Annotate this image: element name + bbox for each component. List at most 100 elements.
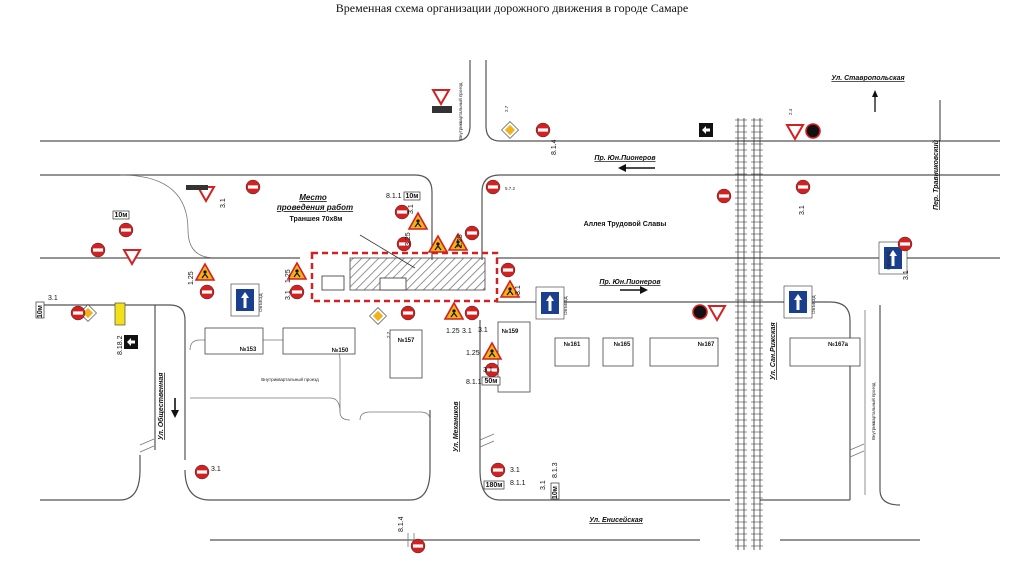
no-entry-sign	[289, 284, 305, 300]
street-stavropolskaya: Ул. Ставропольская	[831, 75, 904, 82]
sign-label: 2.7	[504, 105, 509, 112]
end-restriction-sign	[692, 304, 708, 320]
no-entry-sign	[897, 236, 913, 252]
no-entry-sign	[795, 179, 811, 195]
building-167	[649, 337, 719, 367]
inner-road-right: Внутриквартальный проезд	[870, 382, 876, 440]
sign-label: 3.1	[285, 290, 292, 300]
yield-sign	[786, 124, 804, 140]
sign-label: 8.1.1	[510, 480, 526, 487]
street-labels: Ул. Ставропольская Пр. Юн.Пионеров Аллея…	[157, 75, 940, 524]
building-150	[282, 327, 356, 355]
sign-labels: 3.1 3.1 3.1 3.1 3.1 3.1 3.1 3.1 1.25 1.2…	[48, 105, 910, 532]
sign-label: 3.1	[483, 367, 493, 374]
street-eniseyskaya: Ул. Енисейская	[589, 516, 643, 524]
sign-label: 3.1	[220, 198, 227, 208]
detour-text: ОБЪЕЗД	[811, 295, 816, 314]
main-road-sign	[501, 121, 519, 139]
railway-ties	[735, 119, 763, 547]
distance-plate	[481, 376, 501, 386]
street-travnikovsky: Пер. Травниковский	[932, 139, 940, 210]
one-way-sign	[124, 335, 138, 349]
detour-info-sign	[230, 283, 260, 317]
road-works-sign	[195, 263, 215, 281]
sign-label: 8.1.3	[552, 462, 559, 478]
detour-info-sign	[535, 286, 565, 320]
no-entry-sign	[400, 305, 416, 321]
no-entry-sign	[535, 122, 551, 138]
distance-plate	[112, 210, 130, 220]
sign-label: 3.1	[540, 480, 547, 490]
sign-label: 8.18.2	[117, 335, 124, 355]
sign-label: 5.7.2	[505, 186, 516, 191]
sign-label: 1.25	[446, 328, 460, 335]
sign-label: 1.25	[285, 269, 292, 283]
detour-info-sign	[783, 285, 813, 319]
sign-label: 3.1	[462, 328, 472, 335]
distance-value: 10м	[37, 305, 44, 318]
building-167a	[789, 337, 861, 367]
plate-sign	[432, 106, 452, 113]
building-167a-label: №167а	[828, 341, 849, 348]
scheme-title: Временная схема организации дорожного дв…	[336, 1, 688, 15]
building-157-label: №157	[398, 337, 415, 344]
detour-labels: ОБЪЕЗД ОБЪЕЗД ОБЪЕЗД ОБЪЕЗД	[258, 251, 891, 315]
worksite-pointer	[359, 234, 416, 269]
no-entry-sign	[485, 179, 501, 195]
distance-plate	[550, 482, 560, 500]
no-entry-sign	[500, 262, 516, 278]
sign-label: 2.4	[788, 108, 793, 115]
distance-value: 10м	[552, 486, 559, 499]
building-150-label: №150	[332, 347, 349, 354]
one-way-sign	[699, 123, 713, 137]
distance-plate	[403, 191, 421, 201]
no-entry-sign	[716, 188, 732, 204]
building-161	[554, 337, 590, 367]
trench-area	[349, 257, 486, 291]
sign-label: 8.1.4	[398, 516, 405, 532]
road-works-sign	[444, 302, 464, 320]
sign-label: 3.1	[903, 270, 910, 280]
sign-label: 8.1.4	[551, 139, 558, 155]
building-161-label: №161	[564, 341, 581, 348]
distance-value: 180м	[486, 482, 503, 489]
street-mekhanikov: Ул. Механиков	[453, 401, 460, 452]
buildings: №153 №150 №157 №159 №161 №165 №167 №167а	[204, 321, 861, 393]
sign-label: 3.1	[211, 466, 221, 473]
sign-label: 3.25	[405, 232, 412, 246]
road-works-sign	[408, 212, 428, 230]
distance-value: 10м	[406, 193, 419, 200]
no-entry-sign	[90, 242, 106, 258]
sign-label: 2.7	[386, 331, 391, 338]
no-entry-sign	[245, 179, 261, 195]
building-165-label: №165	[614, 341, 631, 348]
no-entry-sign	[394, 204, 410, 220]
road-signs	[70, 89, 913, 554]
plate-sign	[186, 185, 208, 190]
no-entry-sign	[199, 284, 215, 300]
distance-plates: 50м 180м 10м 10м 10м 10м	[35, 191, 560, 500]
no-entry-sign	[464, 225, 480, 241]
detour-text: ОБЪЕЗД	[886, 251, 891, 270]
sign-label: 3.1	[799, 205, 806, 215]
street-pionerov-mid: Пр. Юн.Пионеров	[599, 279, 661, 286]
street-pionerov-top: Пр. Юн.Пионеров	[594, 155, 656, 162]
street-sanitarnaya: Ул. Сан.Рижская	[770, 322, 777, 380]
sign-label: 3.1	[515, 285, 522, 295]
sign-label: 3.1	[48, 295, 58, 302]
truck-icon	[321, 275, 345, 291]
building-159-label: №159	[502, 328, 519, 335]
sign-label: 1.25	[466, 350, 480, 357]
trench-size-label: Траншея 70x8м	[290, 216, 343, 223]
yield-sign	[432, 89, 450, 105]
building-167-label: №167	[698, 341, 715, 348]
distance-value: 10м	[115, 212, 128, 219]
distance-plate	[35, 301, 45, 319]
building-165	[602, 337, 634, 367]
road-network	[40, 60, 1000, 547]
inner-road-bottom: Внутриквартальный проезд	[261, 376, 319, 382]
distance-value: 50м	[485, 378, 498, 385]
sign-label: 8.1.1	[466, 379, 482, 386]
inner-road-top: Внутриквартальный проезд	[457, 82, 463, 140]
